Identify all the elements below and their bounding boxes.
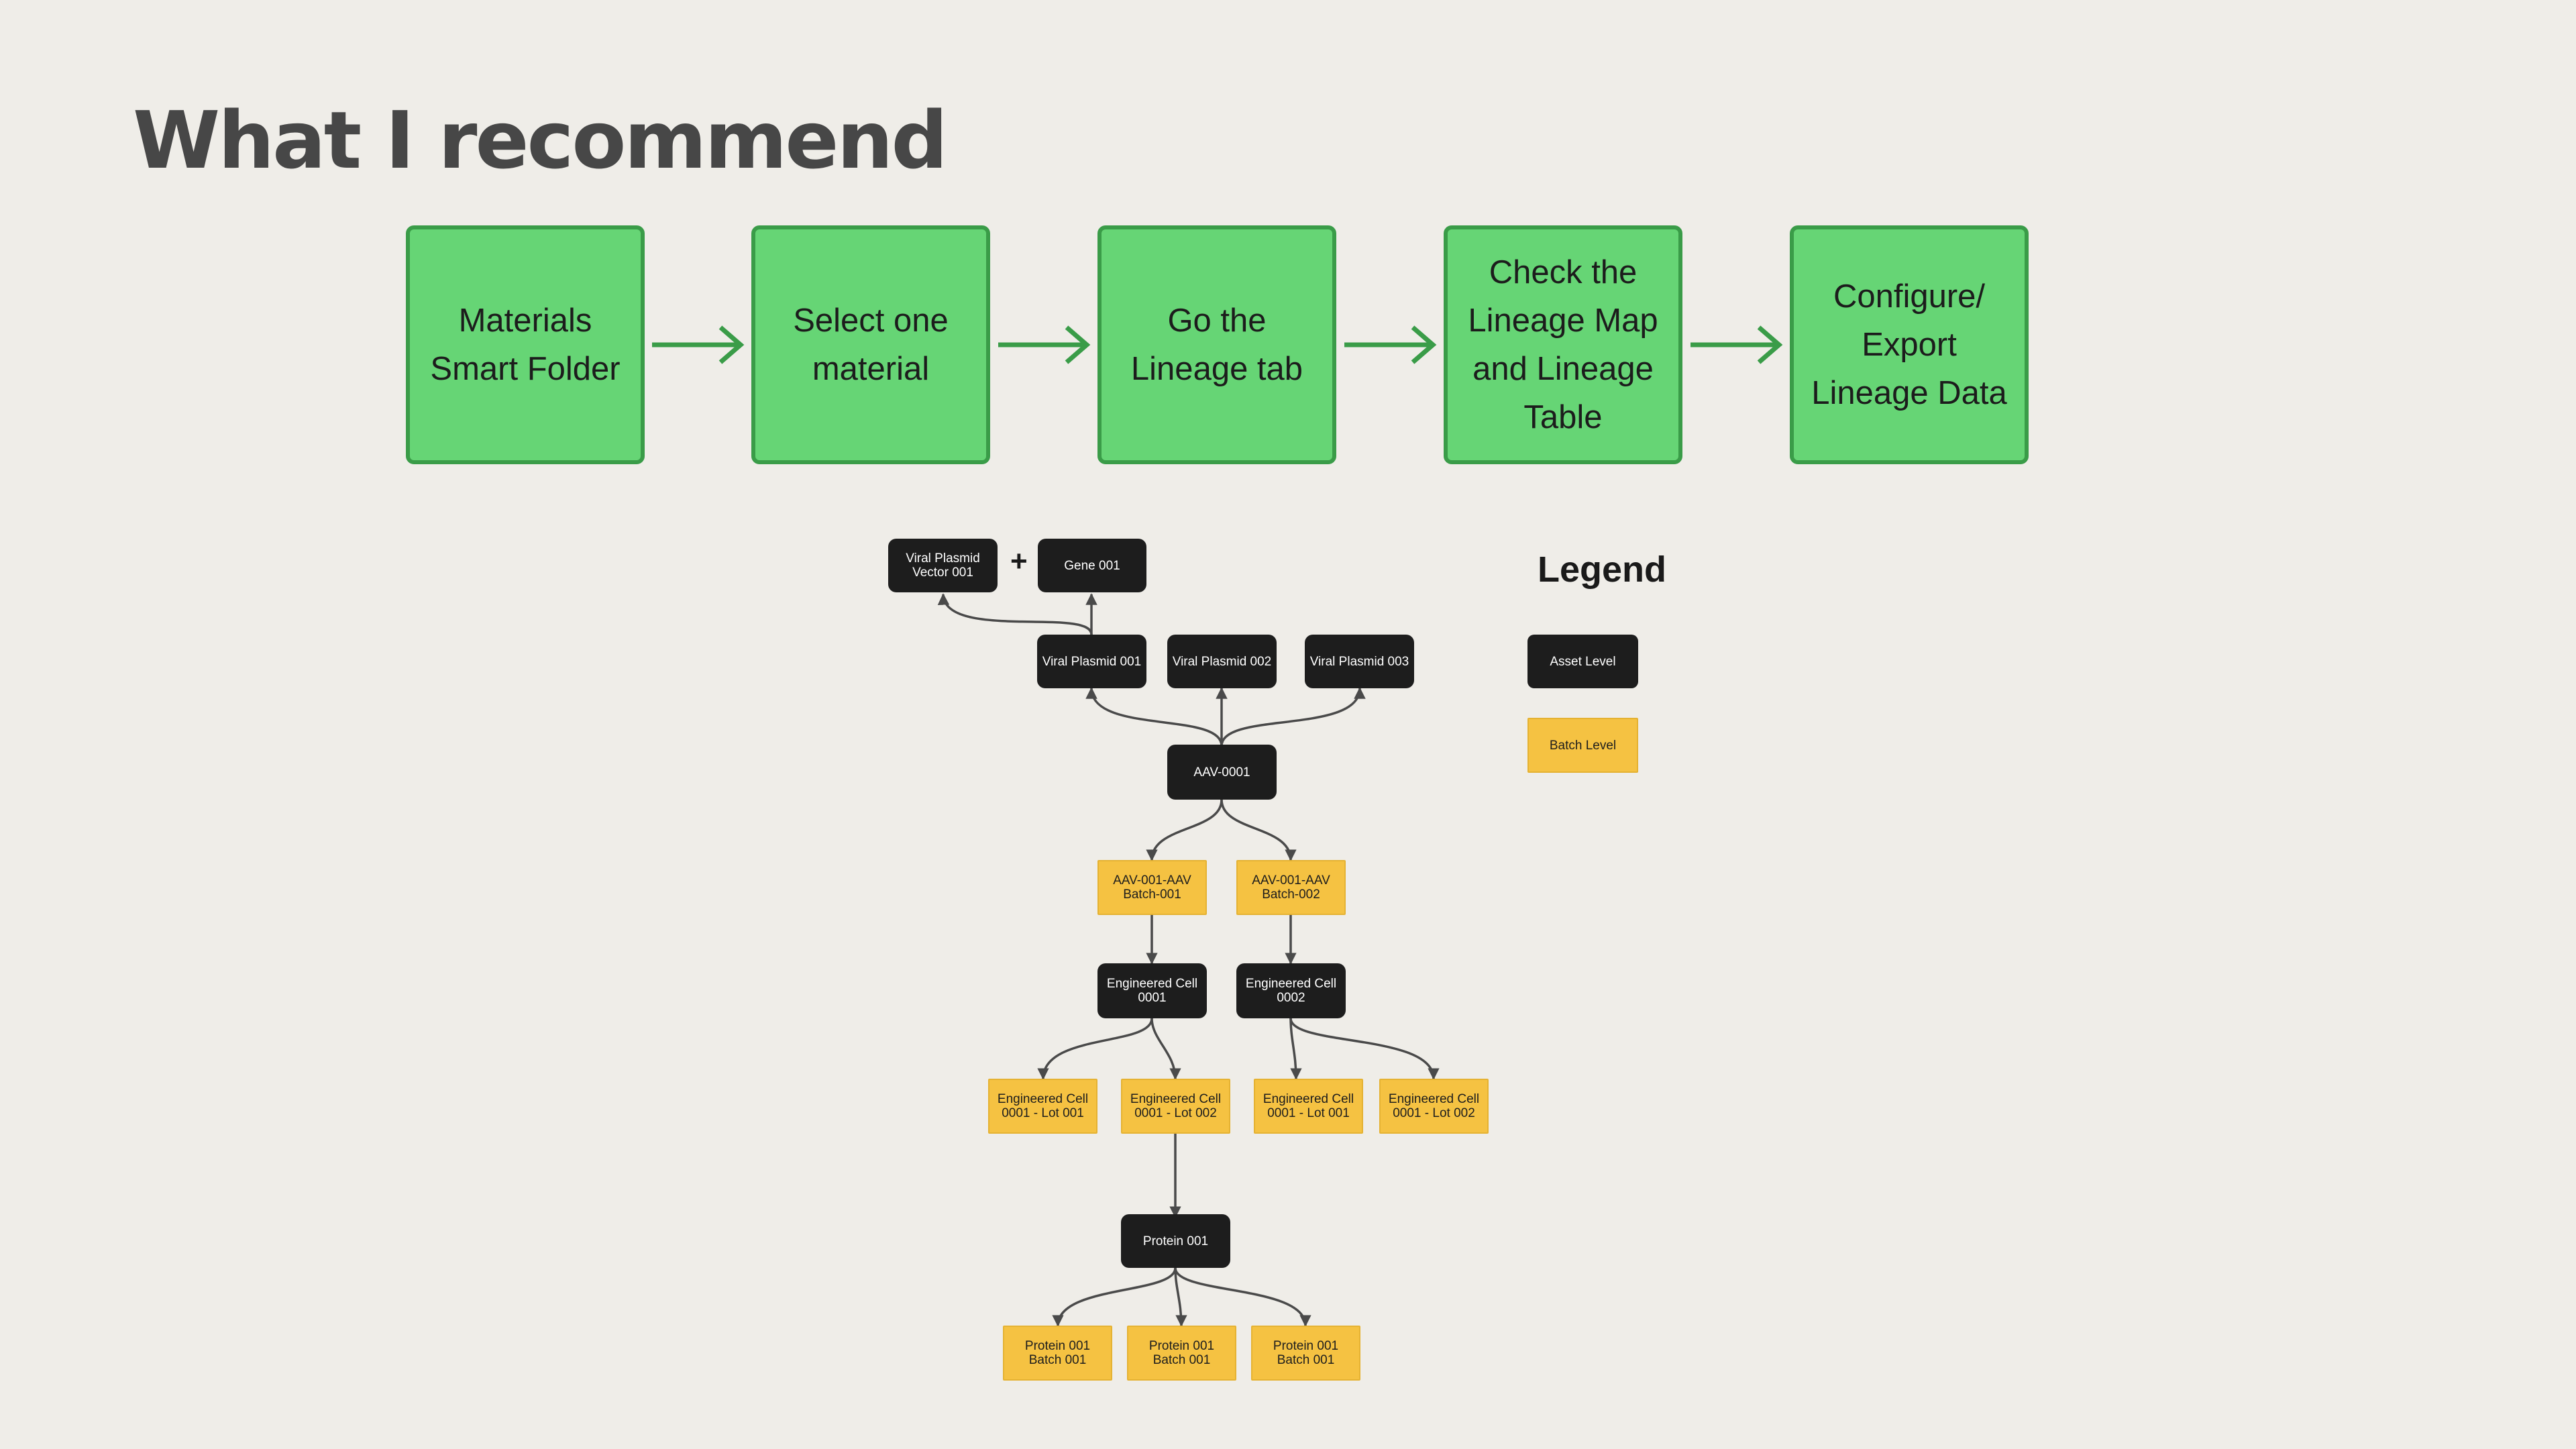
edge-aav-to-vp003: [1220, 687, 1366, 747]
edge-ec1-to-lot001: [1037, 1018, 1153, 1080]
legend-title: Legend: [1538, 549, 1667, 590]
node-engineered-cell-0002: Engineered Cell 0002: [1236, 963, 1346, 1018]
node-engineered-cell-0001: Engineered Cell 0001: [1097, 963, 1207, 1018]
legend-asset-level: Asset Level: [1527, 635, 1638, 688]
edge-protein-to-batch-a: [1052, 1267, 1177, 1327]
edge-ec2-to-lot001: [1289, 1018, 1302, 1080]
legend-batch-level: Batch Level: [1527, 718, 1638, 773]
node-viral-plasmid-003: Viral Plasmid 003: [1305, 635, 1414, 688]
node-aav-batch-001: AAV-001-AAV Batch-001: [1097, 860, 1207, 915]
node-viral-plasmid-vector-001: Viral Plasmid Vector 001: [888, 539, 998, 592]
flow-step-check-lineage-map: Check the Lineage Map and Lineage Table: [1444, 225, 1682, 464]
flow-step-export-lineage-data: Configure/ Export Lineage Data: [1790, 225, 2029, 464]
node-viral-plasmid-001: Viral Plasmid 001: [1037, 635, 1146, 688]
edge-aav-to-batch002: [1220, 799, 1297, 861]
node-protein-batch-a: Protein 001 Batch 001: [1003, 1326, 1112, 1381]
node-ec2-lot-002: Engineered Cell 0001 - Lot 002: [1379, 1079, 1489, 1134]
edge-ec1-to-lot002: [1150, 1018, 1181, 1080]
edge-aav-to-batch001: [1146, 799, 1223, 861]
flow-arrow-4: [1690, 325, 1783, 364]
flow-step-lineage-tab: Go the Lineage tab: [1097, 225, 1336, 464]
node-protein-batch-c: Protein 001 Batch 001: [1251, 1326, 1360, 1381]
page-title: What I recommend: [133, 94, 948, 186]
node-aav-0001: AAV-0001: [1167, 745, 1277, 800]
plus-sign: +: [1010, 545, 1028, 578]
node-protein-batch-b: Protein 001 Batch 001: [1127, 1326, 1236, 1381]
flow-step-select-material: Select one material: [751, 225, 990, 464]
flow-arrow-3: [1344, 325, 1437, 364]
node-ec1-lot-002: Engineered Cell 0001 - Lot 002: [1121, 1079, 1230, 1134]
node-ec2-lot-001: Engineered Cell 0001 - Lot 001: [1254, 1079, 1363, 1134]
edge-aav-to-vp001: [1085, 687, 1223, 747]
node-aav-batch-002: AAV-001-AAV Batch-002: [1236, 860, 1346, 915]
node-viral-plasmid-002: Viral Plasmid 002: [1167, 635, 1277, 688]
node-protein-001: Protein 001: [1121, 1214, 1230, 1268]
flow-arrow-2: [998, 325, 1091, 364]
edge-vp001-to-vector: [937, 593, 1093, 635]
edge-ec2-to-lot002: [1289, 1018, 1440, 1080]
node-gene-001: Gene 001: [1038, 539, 1146, 592]
edge-protein-to-batch-c: [1174, 1267, 1311, 1327]
edge-protein-to-batch-b: [1174, 1267, 1187, 1327]
flow-step-materials-smart-folder: Materials Smart Folder: [406, 225, 645, 464]
node-ec1-lot-001: Engineered Cell 0001 - Lot 001: [988, 1079, 1097, 1134]
flow-arrow-1: [652, 325, 745, 364]
